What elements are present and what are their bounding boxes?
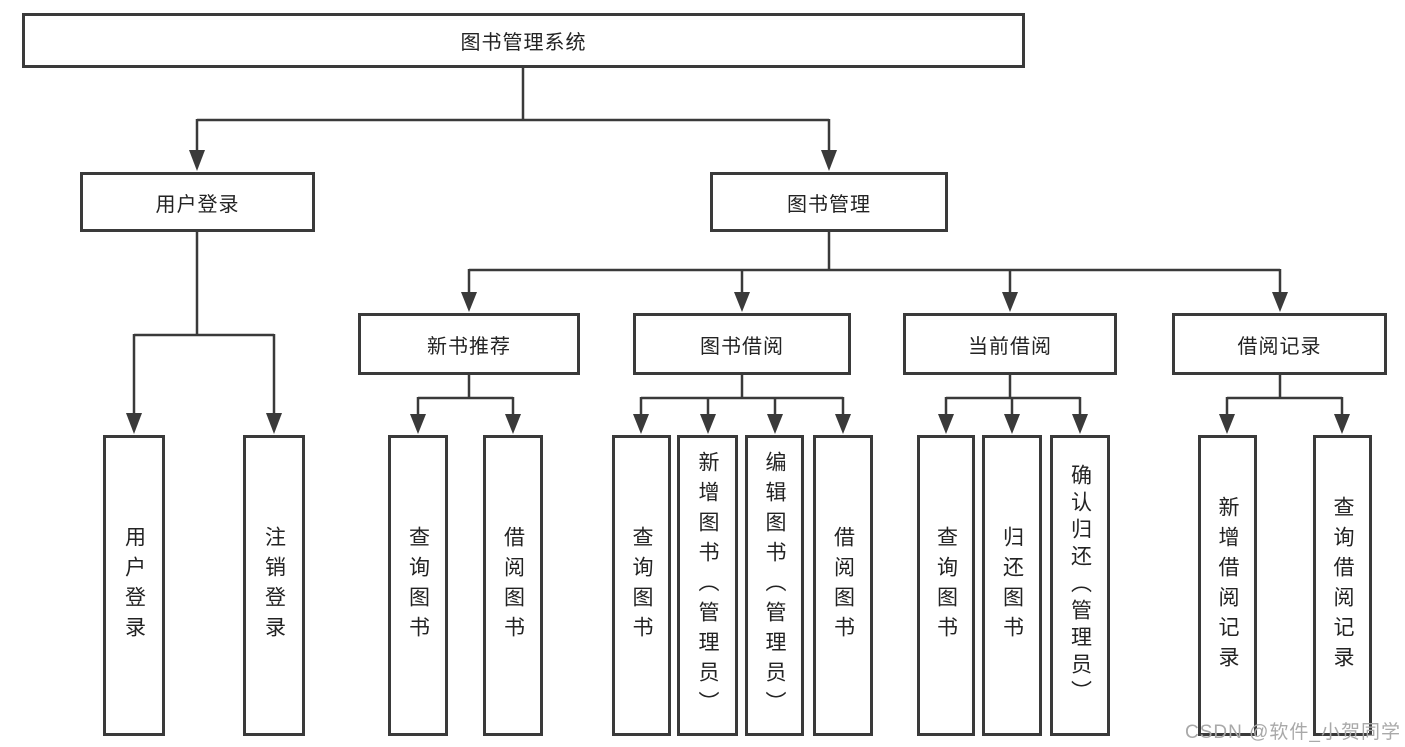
node-label: 用户登录 bbox=[155, 193, 240, 216]
node-label: 编辑图书（管理员） bbox=[763, 450, 786, 721]
node-label: 借阅图书 bbox=[831, 525, 855, 646]
connector-borrowing-children bbox=[639, 373, 845, 416]
node-label: 图书管理 bbox=[787, 193, 871, 216]
connector-root-to-level2 bbox=[195, 66, 831, 152]
connector-newbook-children bbox=[416, 373, 515, 416]
node-label: 归还图书 bbox=[1000, 525, 1024, 646]
leaf-query-books-borrowing: 查询图书 bbox=[612, 435, 671, 736]
node-label: 查询借阅记录 bbox=[1331, 495, 1354, 676]
connector-bookmgmt-children bbox=[467, 230, 1282, 294]
node-user-login: 用户登录 bbox=[80, 172, 315, 232]
leaf-logout: 注销登录 bbox=[243, 435, 305, 736]
node-label: 新增图书（管理员） bbox=[696, 450, 719, 721]
leaf-confirm-return-admin: 确认归还（管理员） bbox=[1050, 435, 1110, 736]
node-book-borrowing: 图书借阅 bbox=[633, 313, 851, 375]
node-label: 借阅图书 bbox=[501, 525, 525, 646]
node-book-management: 图书管理 bbox=[710, 172, 948, 232]
leaf-add-books-admin: 新增图书（管理员） bbox=[677, 435, 738, 736]
arrowheads bbox=[126, 150, 1350, 434]
node-label: 用户登录 bbox=[122, 525, 146, 646]
watermark: CSDN @软件_小贺同学 bbox=[1185, 722, 1401, 743]
leaf-user-login: 用户登录 bbox=[103, 435, 165, 736]
node-label: 查询图书 bbox=[406, 525, 430, 646]
leaf-query-books-recommend: 查询图书 bbox=[388, 435, 448, 736]
connector-userlogin-children bbox=[132, 230, 276, 414]
connector-records-children bbox=[1225, 373, 1344, 416]
node-label: 当前借阅 bbox=[968, 335, 1052, 358]
node-label: 图书管理系统 bbox=[460, 32, 587, 54]
node-label: 查询图书 bbox=[934, 525, 958, 646]
node-label: 新书推荐 bbox=[427, 335, 511, 358]
connector-current-children bbox=[944, 373, 1082, 416]
leaf-borrow-books-recommend: 借阅图书 bbox=[483, 435, 543, 736]
node-label: 新增借阅记录 bbox=[1216, 495, 1239, 676]
node-label: 确认归还（管理员） bbox=[1068, 464, 1092, 707]
leaf-edit-books-admin: 编辑图书（管理员） bbox=[745, 435, 804, 736]
node-label: 注销登录 bbox=[262, 525, 286, 646]
node-label: 图书借阅 bbox=[700, 335, 784, 358]
node-library-management-system: 图书管理系统 bbox=[22, 13, 1025, 68]
leaf-add-borrow-record: 新增借阅记录 bbox=[1198, 435, 1257, 736]
leaf-query-borrow-record: 查询借阅记录 bbox=[1313, 435, 1372, 736]
node-label: 查询图书 bbox=[630, 525, 653, 646]
node-new-book-recommendation: 新书推荐 bbox=[358, 313, 580, 375]
node-current-borrowing: 当前借阅 bbox=[903, 313, 1117, 375]
node-borrowing-records: 借阅记录 bbox=[1172, 313, 1387, 375]
leaf-query-books-current: 查询图书 bbox=[917, 435, 975, 736]
node-label: 借阅记录 bbox=[1237, 335, 1322, 358]
leaf-return-books: 归还图书 bbox=[982, 435, 1042, 736]
leaf-borrow-books: 借阅图书 bbox=[813, 435, 873, 736]
